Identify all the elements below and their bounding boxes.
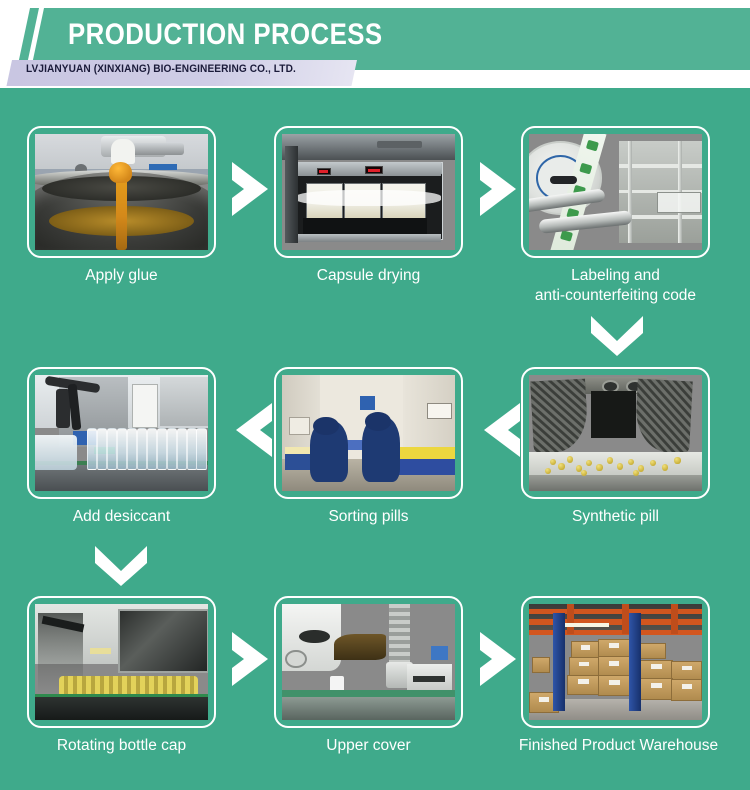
capsule-dryer-photo <box>282 134 455 250</box>
step-card-finished-product-warehouse[interactable] <box>521 596 710 728</box>
step-card-labeling[interactable] <box>521 126 710 258</box>
step-label-add-desiccant: Add desiccant <box>72 508 171 525</box>
arrow-2-right-icon <box>476 160 524 218</box>
page-title: PRODUCTION PROCESS <box>68 18 383 51</box>
step-card-sorting-pills[interactable] <box>274 367 463 499</box>
step-card-apply-glue[interactable] <box>27 126 216 258</box>
step-label-sorting-pills: Sorting pills <box>328 508 409 525</box>
step-label-finished-product-warehouse: Finished Product Warehouse <box>518 737 719 754</box>
arrow-3-down-icon <box>589 313 645 359</box>
step-card-upper-cover[interactable] <box>274 596 463 728</box>
finished-product-warehouse-photo <box>529 604 702 720</box>
process-canvas: Apply glue <box>0 88 750 790</box>
company-name: LVJIANYUAN (XINXIANG) BIO-ENGINEERING CO… <box>26 63 296 75</box>
arrow-8-right-icon <box>476 630 524 688</box>
step-label-rotating-bottle-cap: Rotating bottle cap <box>56 737 187 754</box>
arrow-5-left-icon <box>228 401 276 459</box>
rotating-bottle-cap-photo <box>35 604 208 720</box>
step-card-capsule-drying[interactable] <box>274 126 463 258</box>
arrow-6-down-icon <box>93 543 149 589</box>
step-card-rotating-bottle-cap[interactable] <box>27 596 216 728</box>
page-header: PRODUCTION PROCESS LVJIANYUAN (XINXIANG)… <box>0 0 750 88</box>
step-label-capsule-drying: Capsule drying <box>316 267 421 284</box>
arrow-7-right-icon <box>228 630 276 688</box>
step-label-upper-cover: Upper cover <box>326 737 411 754</box>
labeling-machine-photo <box>529 134 702 250</box>
synthetic-pill-photo <box>529 375 702 491</box>
step-label-synthetic-pill: Synthetic pill <box>571 508 659 525</box>
sorting-pills-photo <box>282 375 455 491</box>
arrow-1-right-icon <box>228 160 276 218</box>
upper-cover-photo <box>282 604 455 720</box>
add-desiccant-photo <box>35 375 208 491</box>
glue-kettle-photo <box>35 134 208 250</box>
step-card-add-desiccant[interactable] <box>27 367 216 499</box>
step-label-labeling: Labeling and anti-counterfeiting code <box>534 267 697 304</box>
step-card-synthetic-pill[interactable] <box>521 367 710 499</box>
step-label-apply-glue: Apply glue <box>85 267 158 284</box>
header-green-band-fill <box>120 8 750 70</box>
arrow-4-left-icon <box>476 401 524 459</box>
